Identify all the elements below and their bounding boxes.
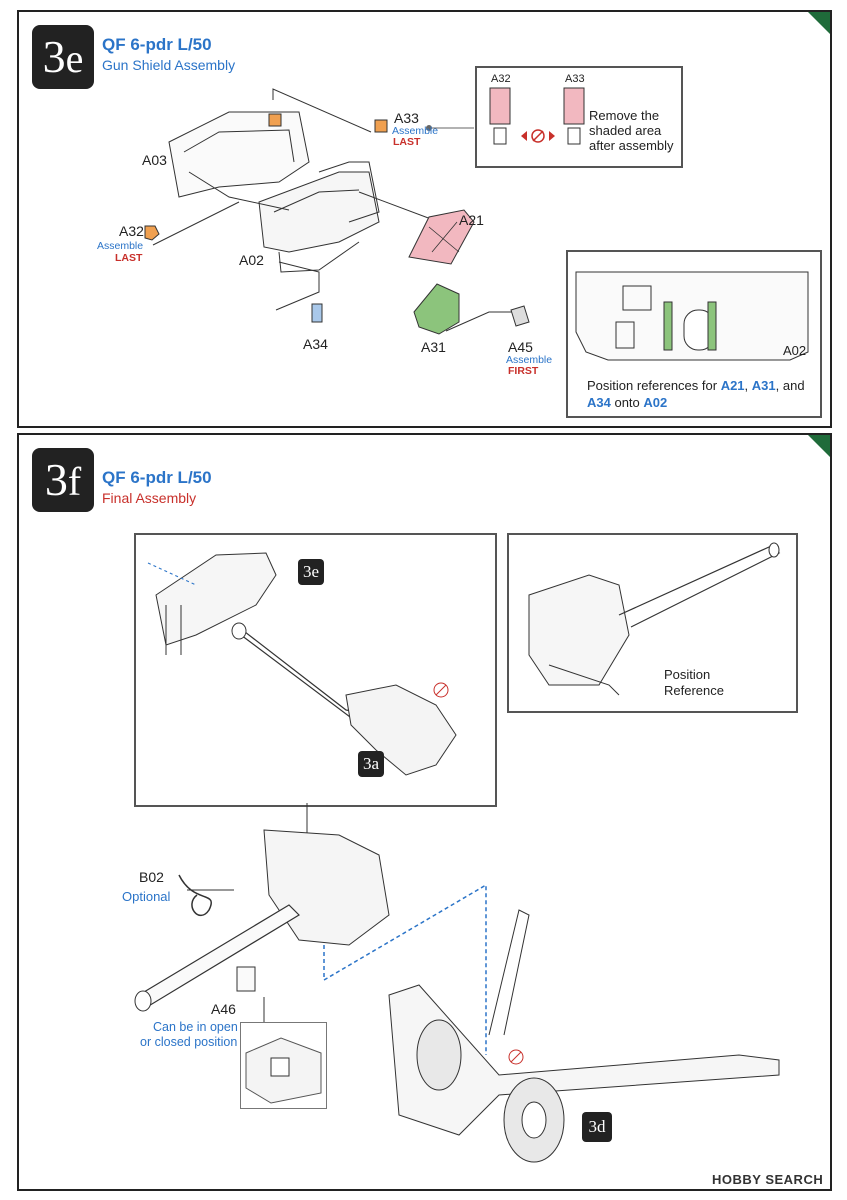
reference-part-label: A02	[783, 343, 807, 358]
label-a33-order: LAST	[393, 136, 421, 148]
watermark: HOBBY SEARCH	[712, 1172, 824, 1187]
label-a02: A02	[239, 252, 264, 268]
label-a46-note-2: or closed position	[140, 1035, 238, 1049]
remove-shaded-area-box: A32 A33 Remove the shaded area after ass…	[475, 66, 683, 168]
position-reference-inset: Position Reference	[507, 533, 798, 713]
label-a32-order: LAST	[115, 252, 143, 264]
label-a33: A33	[394, 110, 419, 126]
corner-marker	[808, 12, 830, 34]
step-subtitle: Gun Shield Assembly	[102, 57, 236, 73]
position-reference-box: A02 Position references for A21, A31, an…	[566, 250, 822, 418]
ref-badge-3e: 3e	[298, 559, 324, 585]
label-a21: A21	[459, 212, 484, 228]
a02-reference-drawing	[575, 271, 809, 361]
ref-badge-3d: 3d	[582, 1112, 612, 1142]
remove-text-3: after assembly	[589, 138, 674, 153]
label-a46-note-1: Can be in open	[153, 1020, 238, 1034]
shield-barrel-inset: 3e 3a	[134, 533, 497, 807]
a46-detail-drawing	[245, 1037, 322, 1104]
label-a45: A45	[508, 339, 533, 355]
label-a46: A46	[211, 1001, 236, 1017]
gun-shield-exploded-drawing	[144, 88, 530, 335]
position-reference-label-2: Reference	[664, 683, 724, 698]
corner-marker	[808, 435, 830, 457]
step-subtitle: Final Assembly	[102, 490, 197, 506]
label-a34: A34	[303, 336, 328, 352]
label-a32-note: Assemble	[97, 240, 144, 252]
label-a32: A32	[119, 223, 144, 239]
shaded-part-icons	[489, 87, 585, 145]
label-b02-note: Optional	[122, 889, 171, 904]
step-title: QF 6-pdr L/50	[102, 35, 212, 54]
position-reference-label-1: Position	[664, 667, 711, 682]
reference-caption: Position references for A21, A31, and A3…	[587, 378, 805, 410]
remove-text-1: Remove the	[589, 108, 660, 123]
remove-part-left: A32	[491, 73, 511, 85]
final-assembly-drawing	[134, 803, 780, 1163]
label-a45-note: Assemble	[506, 354, 553, 366]
label-a31: A31	[421, 339, 446, 355]
label-b02: B02	[139, 869, 164, 885]
step-title: QF 6-pdr L/50	[102, 468, 212, 487]
remove-text-2: shaded area	[589, 123, 662, 138]
label-a45-order: FIRST	[508, 365, 539, 377]
a46-detail-inset	[240, 1022, 327, 1109]
label-a03: A03	[142, 152, 167, 168]
position-reference-drawing	[528, 542, 781, 696]
label-a33-note: Assemble	[392, 125, 439, 137]
remove-part-right: A33	[565, 73, 585, 85]
shield-barrel-drawing	[147, 552, 457, 776]
ref-badge-3a: 3a	[358, 751, 384, 777]
